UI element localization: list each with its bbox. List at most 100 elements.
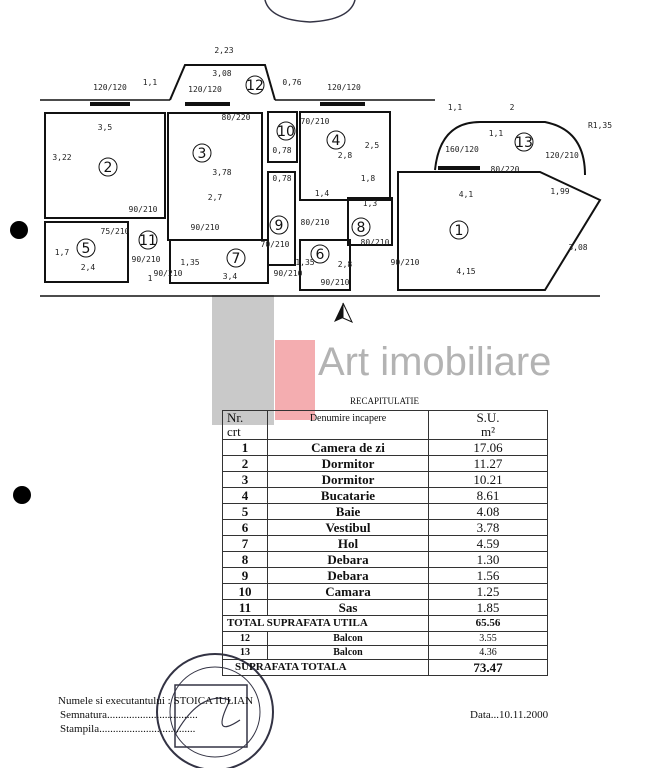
door-label: 90/210 <box>154 269 183 278</box>
dim-label: 1,35 <box>295 258 314 267</box>
window-label: 120/120 <box>93 83 127 92</box>
row-name: Balcon <box>267 631 429 646</box>
dim-label: 2,8 <box>338 151 353 160</box>
room-8-outline <box>347 197 393 246</box>
room-6-outline <box>299 239 351 291</box>
row-su: 10.21 <box>428 471 548 488</box>
dim-label: 3,5 <box>98 123 113 132</box>
north-arrow-icon <box>334 302 354 324</box>
row-name: Bucatarie <box>267 487 429 504</box>
row-nr: 3 <box>222 471 268 488</box>
watermark-text: Art imobiliare <box>318 340 552 384</box>
balcony-13-outline <box>434 121 586 176</box>
row-nr: 11 <box>222 599 268 616</box>
row-su: 3.55 <box>428 631 548 646</box>
dim-label: 2,4 <box>81 263 96 272</box>
table-caption: RECAPITULATIE <box>350 396 419 406</box>
room-number-13: 13 <box>515 135 533 151</box>
dim-label: 2,8 <box>338 260 353 269</box>
room-5-outline <box>44 221 129 283</box>
official-stamp <box>156 653 274 768</box>
dim-label: R1,35 <box>588 121 612 130</box>
window-label: 120/120 <box>188 85 222 94</box>
room-number-2: 2 <box>104 160 113 176</box>
door-label: 80/210 <box>361 238 390 247</box>
dim-label: 3,22 <box>52 153 71 162</box>
dim-label: 1,7 <box>55 248 70 257</box>
row-su: 4.08 <box>428 503 548 520</box>
row-nr: 5 <box>222 503 268 520</box>
dim-label: 0,78 <box>272 174 291 183</box>
header-nr: Nr. <box>227 410 244 425</box>
door-label: 90/210 <box>129 205 158 214</box>
row-su: 17.06 <box>428 439 548 456</box>
room-4-outline <box>299 111 391 201</box>
dim-label: 4,1 <box>459 190 474 199</box>
row-name: Sas <box>267 599 429 616</box>
dim-label: 2 <box>510 103 515 112</box>
door-label: 90/210 <box>274 269 303 278</box>
header-name: Denumire incapere <box>267 410 429 440</box>
dim-label: 1,1 <box>143 78 158 87</box>
header-unit: m² <box>480 424 495 439</box>
dim-label: 2,7 <box>208 193 223 202</box>
window-label: 160/120 <box>445 145 479 154</box>
row-su: 4.36 <box>428 645 548 660</box>
row-name: Balcon <box>267 645 429 660</box>
row-name: Camera de zi <box>267 439 429 456</box>
row-name: Hol <box>267 535 429 552</box>
stamp-line: Stampila................................… <box>60 723 196 735</box>
door-label: 90/210 <box>191 223 220 232</box>
room-number-11: 11 <box>139 233 157 249</box>
row-nr: 7 <box>222 535 268 552</box>
door-label: 90/210 <box>321 278 350 287</box>
dim-label: 3,4 <box>223 272 238 281</box>
row-nr: 6 <box>222 519 268 536</box>
row-name: Debara <box>267 567 429 584</box>
row-name: Dormitor <box>267 455 429 472</box>
row-su: 8.61 <box>428 487 548 504</box>
room-number-1: 1 <box>455 223 464 239</box>
watermark-logo-red <box>275 340 315 420</box>
room-number-7: 7 <box>232 251 241 267</box>
dim-label: 1 <box>148 274 153 283</box>
row-su: 1.30 <box>428 551 548 568</box>
row-name: Camara <box>267 583 429 600</box>
room-7-outline <box>169 239 269 284</box>
room-number-6: 6 <box>316 247 325 263</box>
room-number-9: 9 <box>275 218 284 234</box>
dim-label: 0,76 <box>282 78 301 87</box>
row-su: 1.25 <box>428 583 548 600</box>
row-nr: 2 <box>222 455 268 472</box>
row-nr: 9 <box>222 567 268 584</box>
row-su: 11.27 <box>428 455 548 472</box>
row-nr: 13 <box>222 645 268 660</box>
dim-label: 0,78 <box>272 146 291 155</box>
row-name: Baie <box>267 503 429 520</box>
dim-label: 1,35 <box>180 258 199 267</box>
date: Data...10.11.2000 <box>470 709 549 721</box>
total-util-label: TOTAL SUPRAFATA UTILA <box>222 615 429 632</box>
binder-hole <box>13 486 31 504</box>
dim-label: 3,08 <box>568 243 587 252</box>
room-10-outline <box>267 111 298 163</box>
table-header-row: Nr.crt Denumire incapere S.U.m² <box>222 410 548 440</box>
row-nr: 4 <box>222 487 268 504</box>
dim-label: 1,1 <box>489 129 504 138</box>
dim-label: 1,8 <box>361 174 376 183</box>
binder-hole <box>10 221 28 239</box>
door-label: 70/210 <box>301 117 330 126</box>
header-crt: crt <box>227 424 241 439</box>
